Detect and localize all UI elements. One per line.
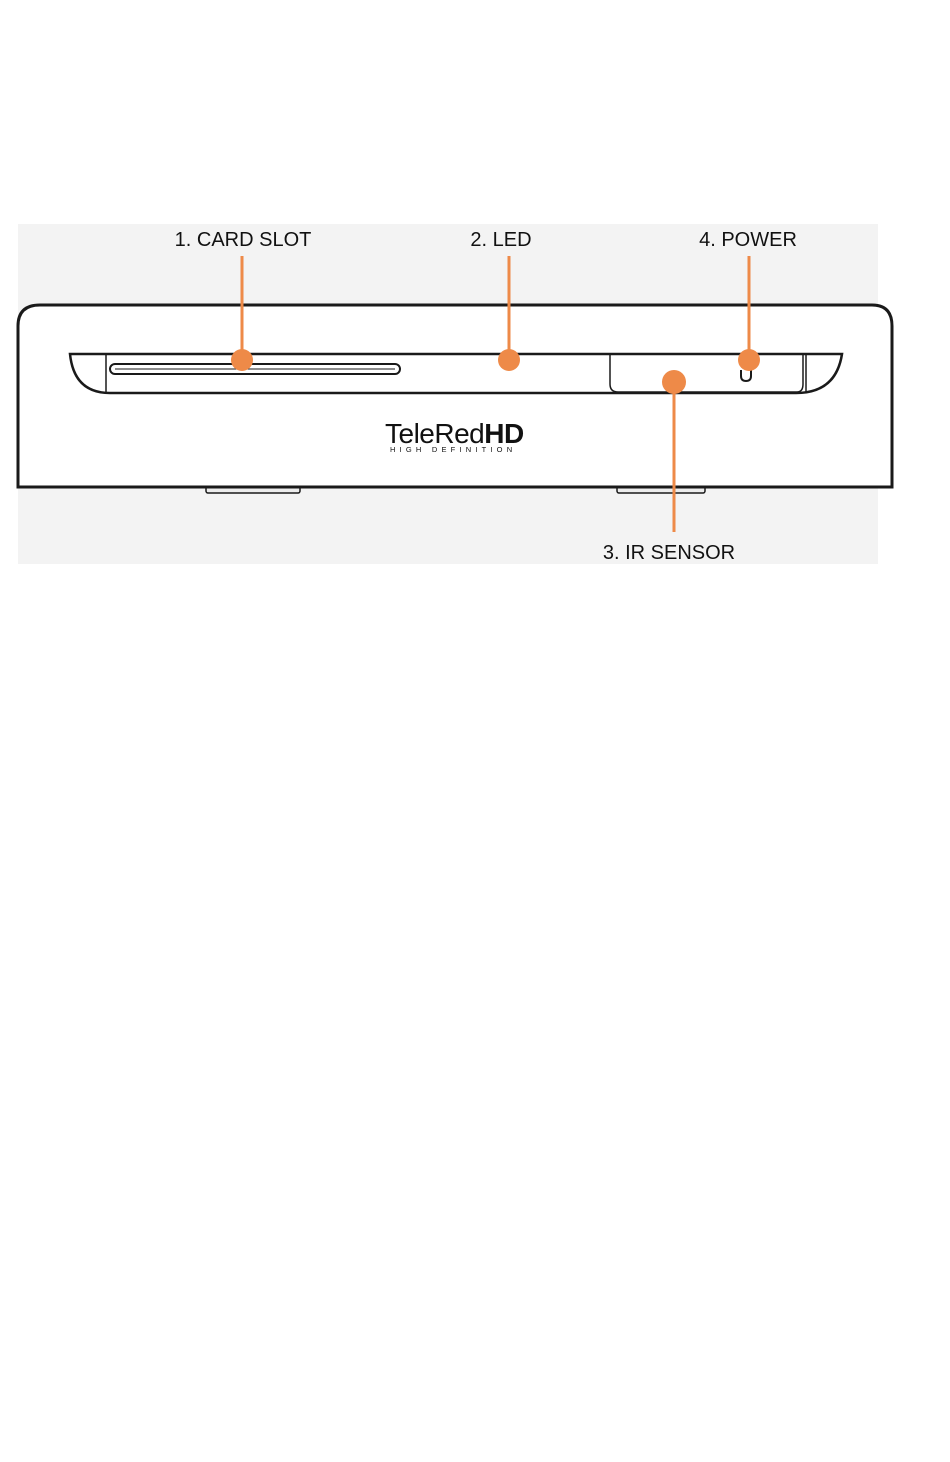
brand-tagline: HIGH DEFINITION xyxy=(390,445,516,454)
ir-sensor-marker xyxy=(662,370,686,394)
led-label: 2. LED xyxy=(470,229,531,251)
led-marker xyxy=(498,349,520,371)
card-slot-label: 1. CARD SLOT xyxy=(175,229,312,251)
power-label: 4. POWER xyxy=(699,229,797,251)
power-marker xyxy=(738,349,760,371)
ir-sensor-label: 3. IR SENSOR xyxy=(603,542,735,564)
device-body xyxy=(18,305,892,487)
card-slot-marker xyxy=(231,349,253,371)
